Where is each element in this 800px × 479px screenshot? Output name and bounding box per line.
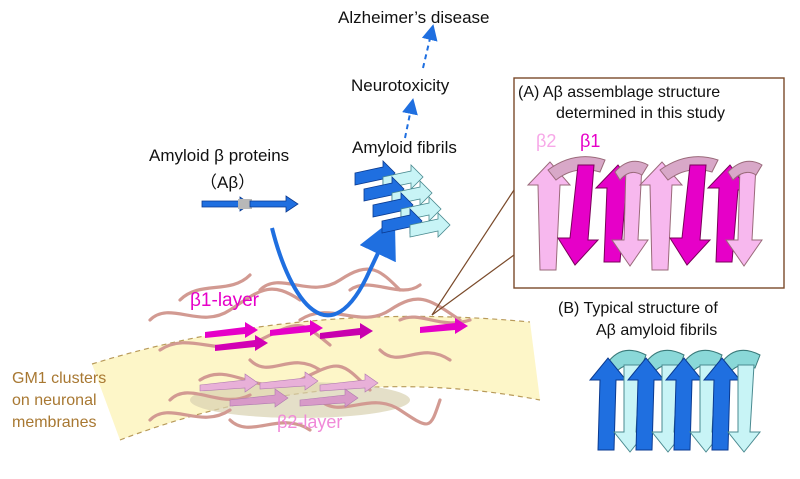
label-abeta: （Aβ）	[200, 173, 256, 192]
panel-a-title-line2: determined in this study	[556, 105, 725, 122]
pathway-arrow	[270, 217, 396, 318]
label-gm1-line3: membranes	[12, 414, 97, 431]
label-beta2-layer: β2-layer	[277, 412, 343, 432]
panel-a-label-beta2: β2	[536, 131, 557, 151]
label-alzheimers: Alzheimer’s disease	[338, 8, 490, 27]
dashed-arrow-fibrils-to-neurotoxicity	[402, 98, 418, 139]
panel-a-title-line1: (A) Aβ assemblage structure	[518, 84, 721, 101]
callout-lines	[431, 189, 515, 316]
panel-a-strands	[526, 156, 763, 271]
panel-b-strands	[588, 349, 762, 453]
label-beta1-layer: β1-layer	[190, 290, 260, 311]
label-neurotoxicity: Neurotoxicity	[351, 76, 450, 95]
dashed-arrow-neurotoxicity-to-alzheimers	[421, 24, 438, 69]
label-gm1-line2: on neuronal	[12, 392, 97, 409]
label-gm1-line1: GM1 clusters	[12, 370, 107, 387]
fibril-icon	[354, 160, 451, 238]
abeta-monomer-icon	[201, 195, 299, 213]
panel-b-title-line2: Aβ amyloid fibrils	[596, 322, 718, 339]
beta2-strands	[199, 371, 379, 408]
panel-b-title-line1: (B) Typical structure of	[558, 300, 718, 317]
panel-a-label-beta1: β1	[580, 131, 601, 151]
label-amyloid-proteins: Amyloid β proteins	[149, 146, 290, 165]
label-amyloid-fibrils: Amyloid fibrils	[352, 138, 457, 157]
beta1-strands	[205, 318, 468, 351]
